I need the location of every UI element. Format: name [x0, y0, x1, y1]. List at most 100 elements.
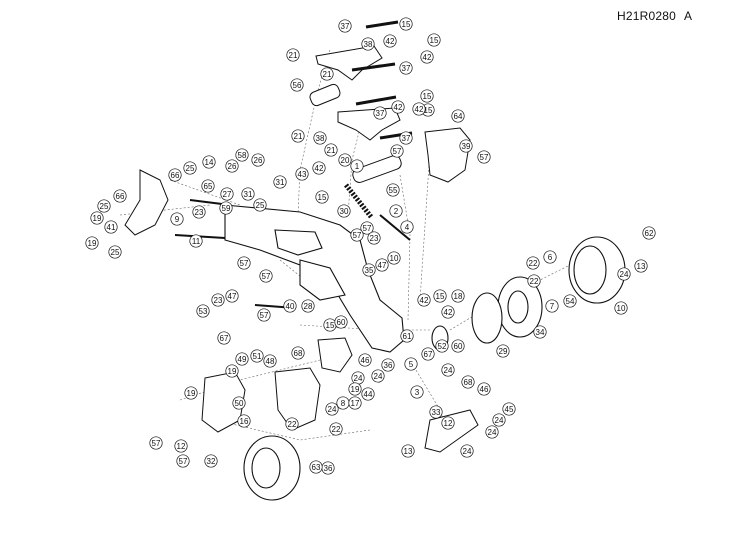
part-callout: 25 — [253, 198, 267, 212]
part-callout: 7 — [545, 299, 559, 313]
callout-number: 11 — [192, 237, 201, 246]
callout-balloon — [149, 436, 163, 450]
part-callout: 37 — [399, 61, 413, 75]
callout-balloon — [485, 425, 499, 439]
callout-number: 25 — [256, 201, 265, 210]
callout-number: 15 — [436, 292, 445, 301]
callout-balloon — [617, 267, 631, 281]
part-callout: 65 — [201, 179, 215, 193]
callout-balloon — [421, 347, 435, 361]
callout-balloon — [427, 33, 441, 47]
part-callout: 19 — [184, 386, 198, 400]
part-callout: 48 — [263, 354, 277, 368]
callout-balloon — [329, 422, 343, 436]
part-callout: 24 — [325, 402, 339, 416]
part-callout: 56 — [290, 78, 304, 92]
part-callout: 24 — [371, 369, 385, 383]
callout-number: 42 — [420, 296, 429, 305]
part-callout: 25 — [97, 199, 111, 213]
part-callout: 15 — [420, 89, 434, 103]
callout-balloon — [174, 439, 188, 453]
part-callout: 45 — [502, 402, 516, 416]
callout-number: 57 — [262, 272, 271, 281]
callout-balloon — [90, 211, 104, 225]
part-callout: 58 — [235, 148, 249, 162]
part-callout: 57 — [237, 256, 251, 270]
part-callout: 57 — [257, 308, 271, 322]
callout-number: 47 — [378, 261, 387, 270]
part-callout: 34 — [533, 325, 547, 339]
callout-number: 63 — [312, 463, 321, 472]
part-callout: 46 — [358, 353, 372, 367]
callout-number: 21 — [327, 146, 336, 155]
part-callout: 19 — [85, 236, 99, 250]
callout-balloon — [545, 299, 559, 313]
callout-balloon — [324, 143, 338, 157]
callout-number: 36 — [324, 464, 333, 473]
part-callout: 15 — [323, 318, 337, 332]
callout-number: 24 — [374, 372, 383, 381]
part-callout: 67 — [217, 331, 231, 345]
callout-number: 23 — [370, 234, 379, 243]
callout-number: 10 — [617, 304, 626, 313]
callout-balloon — [204, 454, 218, 468]
callout-number: 19 — [187, 389, 196, 398]
callout-balloon — [219, 201, 233, 215]
part-callout: 40 — [283, 299, 297, 313]
callout-number: 32 — [207, 457, 216, 466]
part-callout: 54 — [563, 294, 577, 308]
callout-number: 46 — [361, 356, 370, 365]
callout-balloon — [390, 144, 404, 158]
part-callout: 42 — [420, 50, 434, 64]
callout-balloon — [527, 274, 541, 288]
callout-number: 57 — [393, 147, 402, 156]
callout-number: 15 — [318, 193, 327, 202]
callout-balloon — [196, 304, 210, 318]
part-callout: 27 — [220, 187, 234, 201]
part-callout: 67 — [421, 347, 435, 361]
callout-number: 22 — [530, 277, 539, 286]
part-callout: 52 — [435, 339, 449, 353]
callout-number: 20 — [341, 156, 350, 165]
callout-number: 3 — [415, 388, 420, 397]
callout-balloon — [253, 198, 267, 212]
callout-number: 48 — [266, 357, 275, 366]
callout-number: 66 — [171, 171, 180, 180]
part-callout: 19 — [90, 211, 104, 225]
part-callout: 46 — [477, 382, 491, 396]
part-callout: 62 — [642, 226, 656, 240]
callout-balloon — [241, 187, 255, 201]
callout-number: 57 — [480, 153, 489, 162]
callout-balloon — [420, 50, 434, 64]
callout-number: 68 — [294, 349, 303, 358]
part-callout: 68 — [291, 346, 305, 360]
callout-balloon — [400, 220, 414, 234]
part-callout: 41 — [104, 220, 118, 234]
callout-balloon — [320, 67, 334, 81]
callout-balloon — [201, 179, 215, 193]
callout-balloon — [441, 416, 455, 430]
callout-balloon — [291, 129, 305, 143]
callout-balloon — [441, 363, 455, 377]
part-callout: 1 — [350, 159, 364, 173]
callout-balloon — [348, 396, 362, 410]
callout-number: 57 — [363, 224, 372, 233]
callout-balloon — [337, 204, 351, 218]
part-callout: 42 — [412, 102, 426, 116]
callout-number: 65 — [204, 182, 213, 191]
callout-number: 18 — [454, 292, 463, 301]
callout-balloon — [202, 155, 216, 169]
part-callout: 17 — [348, 396, 362, 410]
callout-balloon — [381, 358, 395, 372]
callout-balloon — [404, 357, 418, 371]
callout-balloon — [441, 305, 455, 319]
callout-number: 15 — [402, 20, 411, 29]
part-callout: 61 — [400, 329, 414, 343]
callout-balloon — [399, 61, 413, 75]
part-callout: 23 — [192, 205, 206, 219]
callout-number: 37 — [341, 22, 350, 31]
part-callout: 60 — [334, 315, 348, 329]
part-callout: 57 — [477, 150, 491, 164]
callout-balloon — [386, 183, 400, 197]
callout-number: 15 — [326, 321, 335, 330]
